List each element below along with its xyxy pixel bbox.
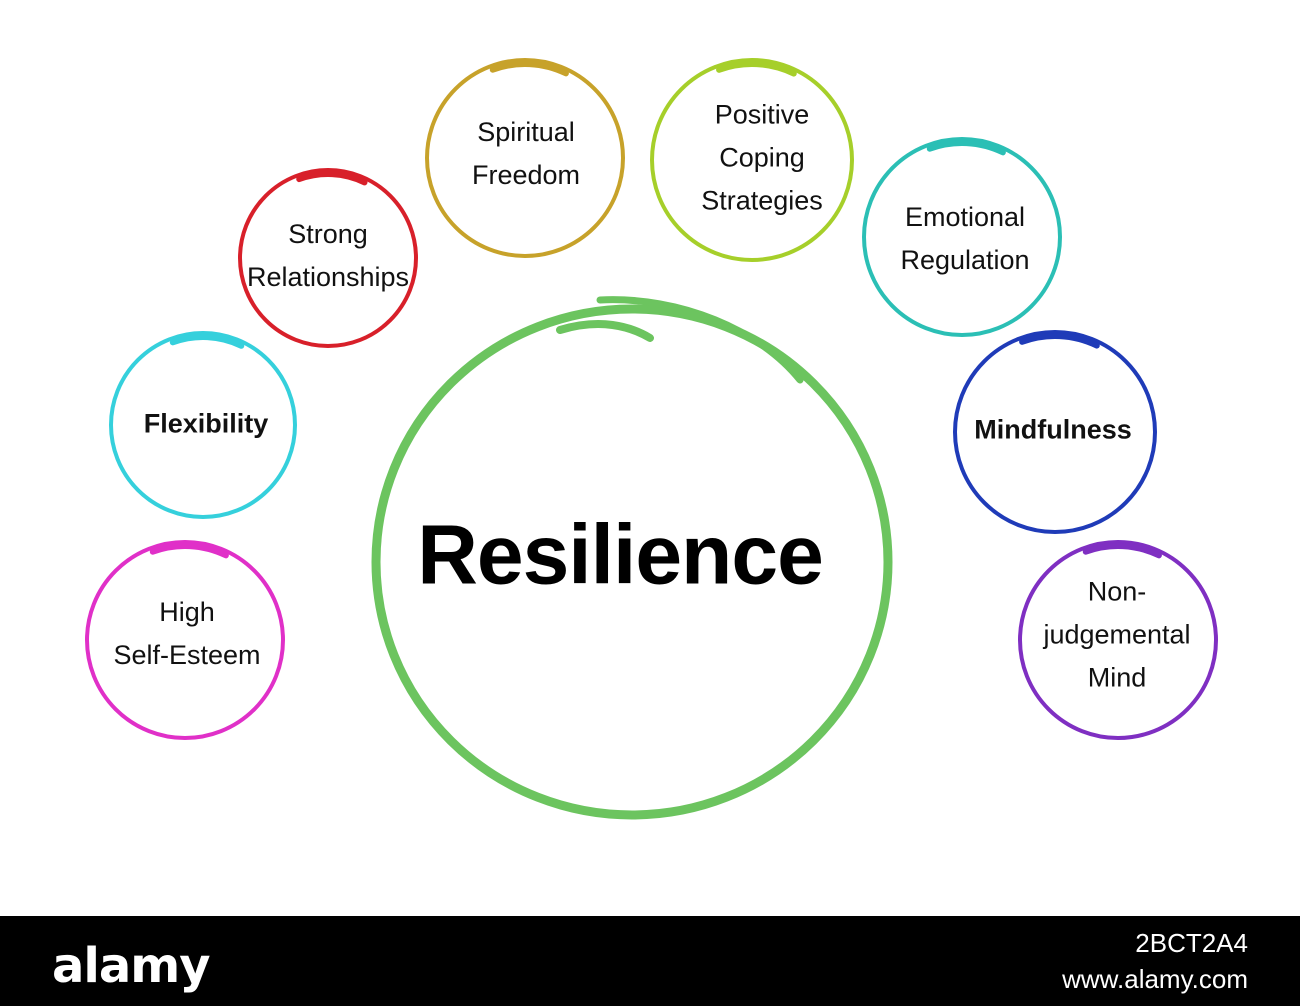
node-circle-1: [85, 540, 285, 740]
node-label-8: Non- judgemental Mind: [1043, 576, 1191, 693]
node-circle-5: [650, 58, 854, 262]
node-label-2: Flexibility: [143, 408, 269, 439]
node-circle-4: [425, 58, 625, 258]
node-label-7: Mindfulness: [974, 414, 1132, 445]
resilience-diagram: [85, 58, 1218, 820]
site-url: www.alamy.com: [1062, 964, 1248, 994]
node-circle-6: [862, 137, 1062, 337]
center-title: Resilience: [417, 507, 824, 602]
center-circle: [371, 296, 893, 820]
node-label-1: High Self-Esteem: [113, 597, 261, 670]
node-circle-7: [953, 330, 1157, 534]
image-id: 2BCT2A4: [1135, 928, 1248, 958]
node-label-5: Positive Coping Strategies: [701, 99, 823, 216]
node-circle-3: [238, 168, 418, 348]
node-label-6: Emotional Regulation: [900, 202, 1030, 275]
node-label-3: Strong Relationships: [246, 219, 410, 292]
footer-bar: [0, 916, 1300, 1006]
node-circle-8: [1018, 540, 1218, 740]
alamy-logo: alamy: [52, 938, 211, 994]
node-label-4: Spiritual Freedom: [471, 117, 581, 190]
node-circle-2: [109, 331, 297, 519]
